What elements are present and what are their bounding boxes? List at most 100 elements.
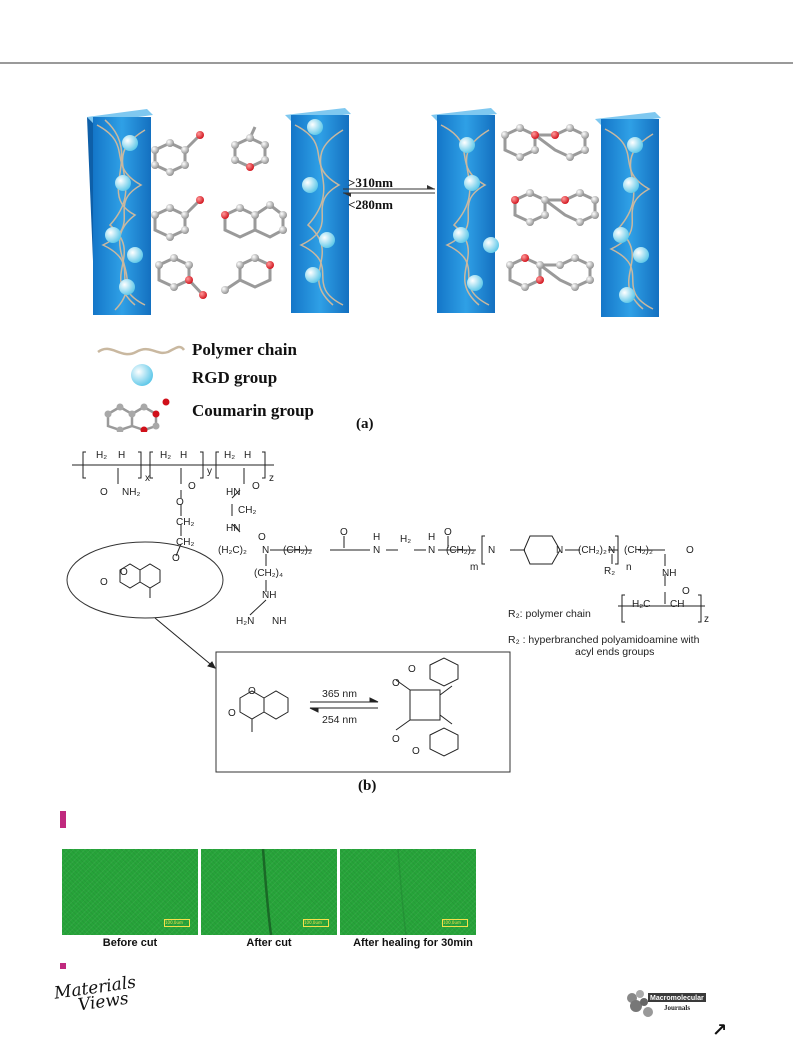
monomer-o-1: O	[228, 708, 236, 719]
subscript-m: m	[470, 562, 479, 573]
chain-ch2-2-3: (CH₂)₂	[578, 545, 607, 556]
linker-ch2: CH₂	[238, 505, 257, 516]
chain-n-2: N	[373, 545, 381, 556]
figure-a-illustration	[87, 108, 661, 317]
figure-b-structure-lines	[66, 451, 705, 773]
legend-polymer-chain: Polymer chain	[192, 340, 297, 359]
cut-line	[261, 849, 273, 935]
backbone-h2-2: H₂	[160, 450, 172, 461]
amide-o: O	[100, 487, 108, 498]
scalebar: 100.0um	[303, 919, 329, 927]
ester-o: O	[176, 497, 184, 508]
coumarin-o-1: O	[100, 577, 108, 588]
backbone-h-1: H	[118, 450, 126, 461]
linker-o: O	[258, 532, 266, 543]
amide-nh2: NH₂	[122, 487, 141, 498]
micrograph-texture	[340, 849, 476, 935]
micrograph-after-healing: 100.0um	[340, 849, 476, 935]
reaction-backward-wavelength: 254 nm	[322, 714, 358, 726]
arrow-up-right-icon[interactable]: ↗	[712, 1020, 728, 1041]
note-r2-polymer-chain: R₂: polymer chain	[508, 608, 591, 620]
subscript-y: y	[207, 466, 212, 477]
svg-text:Macromolecular: Macromolecular	[650, 995, 704, 1002]
dimer-o-2: O	[408, 664, 416, 675]
arrow-label-bottom: <280nm	[348, 197, 393, 212]
backbone-h2-3: H₂	[224, 450, 236, 461]
scalebar: 100.0um	[164, 919, 190, 927]
micrograph-after-cut: 100.0um	[201, 849, 337, 935]
chain-r2: R₂	[604, 566, 616, 577]
reaction-forward-wavelength: 365 nm	[322, 688, 358, 700]
chain-o-1: O	[340, 527, 348, 538]
chain-h-1: H	[373, 532, 381, 543]
chain-ch2-2-1: (CH₂)₂	[283, 545, 312, 556]
caption-after-healing: After healing for 30min	[353, 937, 473, 949]
section-marker	[60, 811, 66, 828]
svg-text:Journals: Journals	[664, 1004, 690, 1012]
coumarin-molecules-left	[153, 126, 285, 297]
side-h2n: H₂N	[236, 616, 255, 627]
acrylamide-hn: HN	[226, 487, 241, 498]
scalebar: 100.0um	[442, 919, 468, 927]
coumarin-o-2: O	[120, 567, 128, 578]
ethyl-ch2-2: CH₂	[176, 537, 195, 548]
caption-marker	[60, 963, 66, 969]
polymer-chain-icon	[97, 345, 186, 356]
dimer-o-1: O	[392, 678, 400, 689]
micrograph-before-cut: 100.0um	[62, 849, 198, 935]
hydrogel-slab-1	[87, 109, 153, 315]
arrow-label-top: >310nm	[348, 175, 393, 190]
subscript-z-2: z	[704, 614, 709, 625]
dimer-o-4: O	[412, 746, 420, 757]
subscript-n: n	[626, 562, 632, 573]
end-nh: NH	[662, 568, 677, 579]
legend-rgd-group: RGD group	[192, 368, 278, 387]
rgd-group-icon	[131, 364, 153, 386]
figure-b-label: (b)	[358, 778, 377, 794]
note-r2-hyperbranched: R₂ : hyperbranched polyamidoamine with	[508, 634, 700, 646]
side-nh-2: NH	[272, 616, 287, 627]
figure-a-label: (a)	[356, 416, 374, 432]
micrograph-texture	[62, 849, 198, 935]
end-h2c: H₂C	[632, 599, 651, 610]
side-nh: NH	[262, 590, 277, 601]
end-ch: CH	[670, 599, 685, 610]
coumarin-atoms-left	[151, 131, 287, 299]
hydrogel-slab-3	[431, 108, 499, 313]
chain-ch2-2-2: (CH₂)₂	[446, 545, 475, 556]
acrylamide-o: O	[252, 481, 260, 492]
piperazine-n-2: N	[556, 545, 564, 556]
end-o: O	[686, 545, 694, 556]
macromolecular-journals-logo: Macromolecular Journals	[627, 990, 706, 1017]
side-ch2-4: (CH₂)₄	[254, 568, 284, 579]
hydrogel-slab-2	[285, 108, 351, 313]
monomer-o-2: O	[248, 686, 256, 697]
dimer-o-3: O	[392, 734, 400, 745]
chain-ch2-2-4: (CH₂)₂	[624, 545, 653, 556]
ethyl-ch2-1: CH₂	[176, 517, 195, 528]
backbone-h-3: H	[244, 450, 252, 461]
legend-coumarin-group: Coumarin group	[192, 401, 315, 420]
ether-o: O	[172, 553, 180, 564]
chain-h2c2: (H₂C)₂	[218, 545, 247, 556]
end-o-2: O	[682, 586, 690, 597]
piperazine-n-1: N	[488, 545, 496, 556]
coumarin-group-icon	[104, 398, 170, 432]
hydrogel-slab-4	[595, 112, 661, 317]
linker-hn: HN	[226, 523, 241, 534]
caption-after-cut: After cut	[246, 937, 292, 949]
caption-before-cut: Before cut	[102, 937, 158, 949]
chain-n-3: N	[428, 545, 436, 556]
reversible-arrow	[343, 185, 435, 197]
chain-o-2: O	[444, 527, 452, 538]
note-acyl-ends: acyl ends groups	[575, 646, 655, 658]
dimer-atoms	[501, 124, 599, 291]
chain-n-1: N	[262, 545, 270, 556]
healed-line	[397, 849, 407, 935]
subscript-x: x	[145, 473, 150, 484]
chain-n-4: N	[608, 545, 616, 556]
backbone-h2-1: H₂	[96, 450, 108, 461]
chain-h-2: H	[428, 532, 436, 543]
header-rule	[0, 62, 793, 64]
